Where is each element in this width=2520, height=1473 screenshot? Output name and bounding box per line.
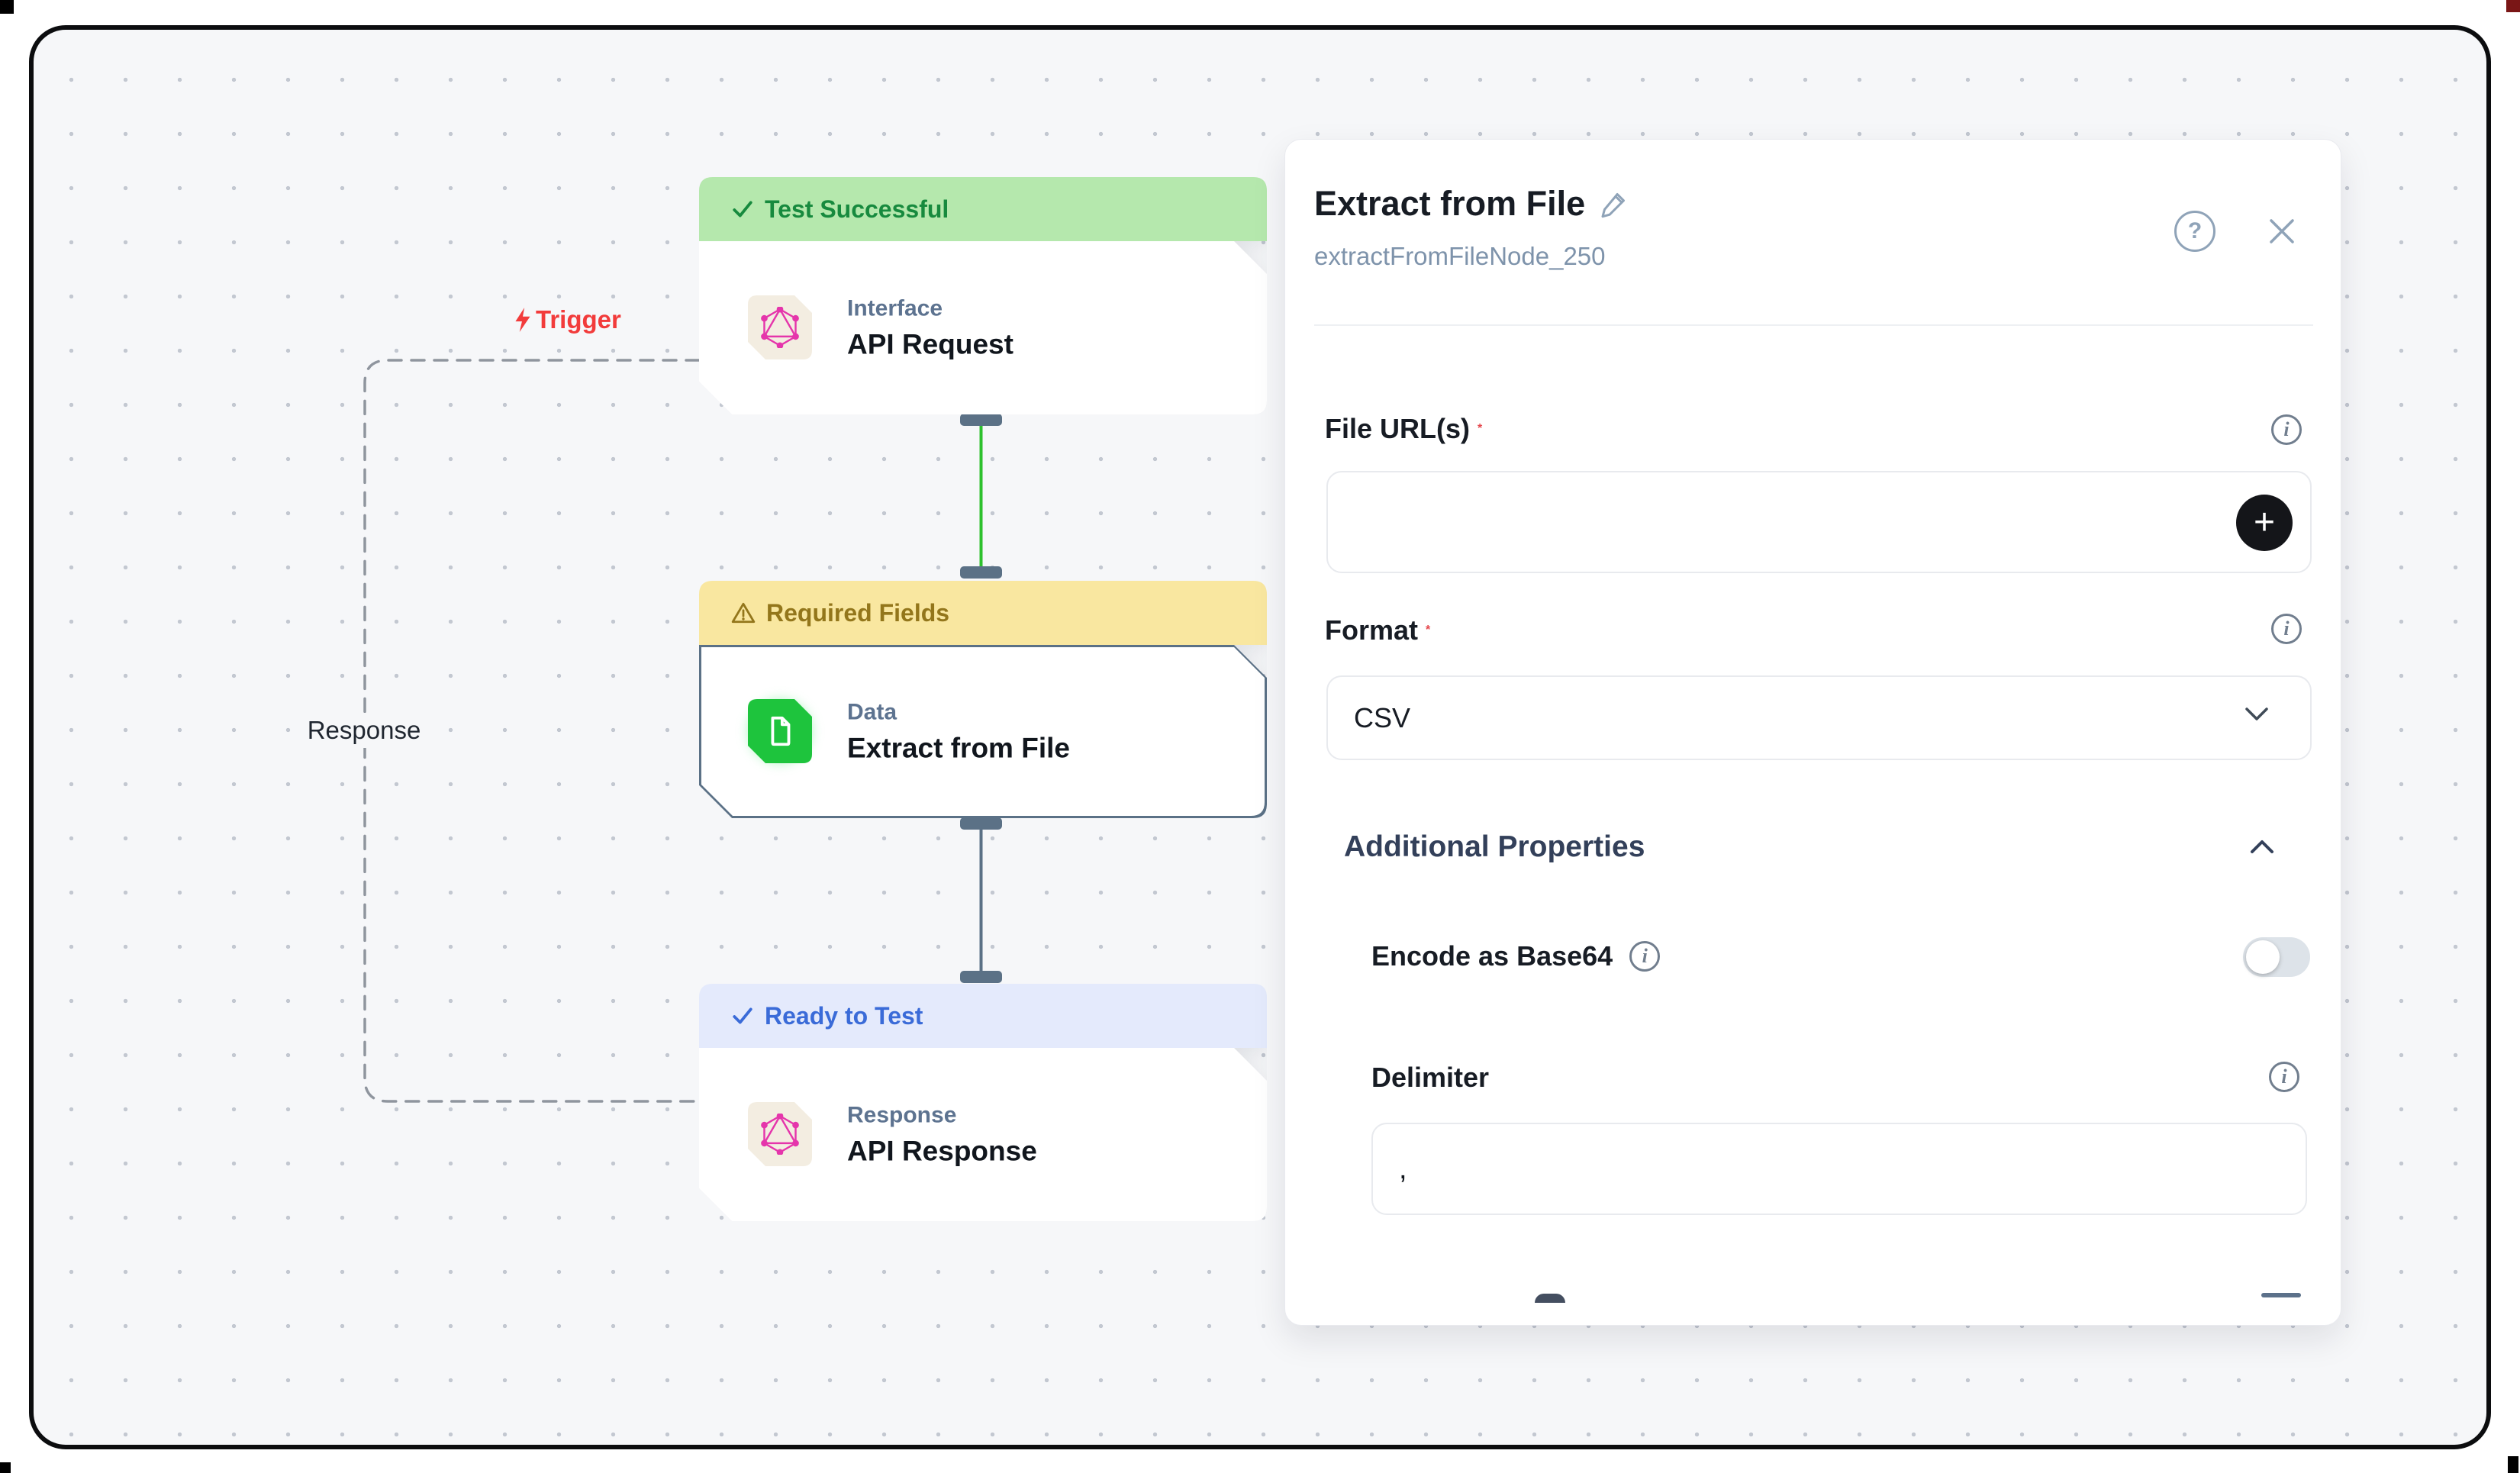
edit-pencil-icon[interactable] — [1599, 189, 1629, 219]
node-status-banner: Test Successful — [699, 177, 1267, 241]
response-edge-label: Response — [298, 713, 430, 748]
chevron-up-icon[interactable] — [2249, 838, 2275, 855]
node-status-text: Test Successful — [765, 195, 949, 223]
corner-artifact — [0, 0, 14, 14]
additional-properties-heading[interactable]: Additional Properties — [1344, 830, 1645, 863]
file-urls-input[interactable] — [1326, 471, 2312, 573]
format-selected-value: CSV — [1354, 701, 1411, 733]
warning-icon — [731, 601, 756, 624]
trigger-label-text: Trigger — [536, 305, 621, 334]
node-status-banner: Required Fields — [699, 581, 1267, 645]
node-category: Response — [847, 1102, 957, 1127]
node-title: API Request — [847, 328, 1013, 359]
add-url-button[interactable]: + — [2236, 495, 2293, 551]
delimiter-input[interactable]: , — [1371, 1123, 2307, 1215]
encode-base64-toggle[interactable] — [2243, 937, 2310, 977]
output-handle[interactable] — [960, 414, 1002, 426]
node-title: API Response — [847, 1135, 1037, 1166]
node-status-banner: Ready to Test — [699, 984, 1267, 1048]
info-icon[interactable]: i — [2271, 414, 2302, 445]
delimiter-label: Delimiter — [1371, 1062, 1490, 1093]
help-button[interactable]: ? — [2174, 211, 2215, 252]
graphql-icon — [748, 295, 812, 359]
check-icon — [731, 1005, 754, 1027]
required-asterisk: * — [1478, 422, 1483, 435]
graphql-icon — [748, 1102, 812, 1166]
node-category: Data — [847, 699, 897, 724]
question-mark-icon: ? — [2187, 218, 2203, 243]
format-select[interactable]: CSV — [1326, 675, 2312, 760]
chevron-down-icon — [2245, 707, 2268, 720]
corner-artifact — [2508, 1456, 2518, 1473]
node-config-panel: Extract from File extractFromFileNode_25… — [1284, 139, 2341, 1326]
divider — [1314, 324, 2313, 326]
info-icon[interactable]: i — [2269, 1062, 2299, 1092]
panel-title: Extract from File — [1314, 184, 1586, 223]
node-api-request[interactable]: Test Successful Interface — [699, 177, 1267, 414]
delimiter-value: , — [1399, 1153, 1407, 1185]
trigger-edge-label: Trigger — [513, 305, 621, 334]
info-icon[interactable]: i — [2271, 614, 2302, 644]
node-status-text: Required Fields — [766, 598, 950, 627]
info-icon[interactable]: i — [1629, 941, 1661, 972]
node-category: Interface — [847, 295, 943, 321]
corner-artifact — [0, 1462, 11, 1473]
file-urls-label: File URL(s) — [1325, 413, 1471, 444]
lightning-bolt-icon — [515, 308, 530, 332]
encode-base64-label: Encode as Base64 — [1371, 940, 1613, 972]
partial-hidden-element — [1535, 1294, 1565, 1303]
required-asterisk: * — [1426, 624, 1431, 637]
input-handle[interactable] — [960, 566, 1002, 579]
partial-hidden-element — [2261, 1293, 2301, 1297]
file-icon — [748, 699, 812, 763]
check-icon — [731, 198, 754, 220]
node-status-text: Ready to Test — [765, 1001, 923, 1030]
node-title: Extract from File — [847, 732, 1070, 763]
close-icon[interactable] — [2265, 214, 2299, 248]
output-handle[interactable] — [960, 817, 1002, 830]
node-api-response[interactable]: Ready to Test Response — [699, 984, 1267, 1221]
input-handle[interactable] — [960, 971, 1002, 983]
toggle-knob — [2246, 940, 2280, 974]
node-extract-from-file[interactable]: Required Fields Data Extract from File — [699, 581, 1267, 818]
node-id: extractFromFileNode_250 — [1314, 242, 1606, 270]
format-label: Format — [1325, 614, 1419, 646]
corner-artifact — [2506, 0, 2520, 12]
